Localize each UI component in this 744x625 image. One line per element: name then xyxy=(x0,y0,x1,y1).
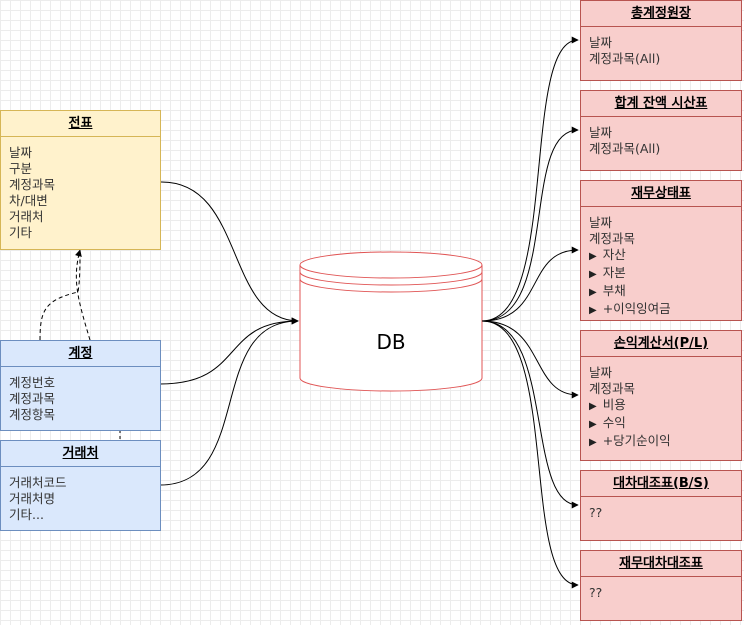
edge-georaecheo-db xyxy=(159,317,299,486)
financial-statement-item-liabilities: 부채 xyxy=(589,283,741,301)
fin-balance-sheet-title: 재무대차대조표 xyxy=(581,551,741,577)
financial-statement-entity[interactable]: 재무상태표 날짜 계정과목 자산 자본 부채 +이익잉여금 xyxy=(580,180,742,321)
edge-db-ledger xyxy=(481,36,579,322)
edge-db-income xyxy=(481,320,579,399)
balance-sheet-title: 대차대조표(B/S) xyxy=(581,471,741,497)
fin-balance-sheet-field-unknown: ?? xyxy=(589,585,603,600)
edge-db-trial xyxy=(481,126,579,322)
income-statement-item-net-income: +당기순이익 xyxy=(589,433,741,451)
georaecheo-field-code: 거래처코드 xyxy=(9,475,67,490)
ledger-title: 총계정원장 xyxy=(581,1,741,27)
jeonpyo-field-debit-credit: 차/대변 xyxy=(9,193,48,208)
ledger-entity[interactable]: 총계정원장 날짜 계정과목(All) xyxy=(580,0,742,81)
income-statement-title: 손익계산서(P/L) xyxy=(581,331,741,357)
income-statement-field-date: 날짜 xyxy=(589,365,613,380)
dashed-link-2 xyxy=(74,249,91,341)
trial-balance-title: 합계 잔액 시산표 xyxy=(581,91,741,117)
georaecheo-field-etc: 기타... xyxy=(9,507,44,522)
income-statement-item-expense: 비용 xyxy=(589,397,741,415)
gyejeong-field-account: 계정과목 xyxy=(9,391,56,406)
jeonpyo-field-account: 계정과목 xyxy=(9,177,56,192)
income-statement-field-account: 계정과목 xyxy=(589,381,636,396)
jeonpyo-field-etc: 기타 xyxy=(9,225,33,240)
jeonpyo-field-client: 거래처 xyxy=(9,209,44,224)
gyejeong-title: 계정 xyxy=(1,341,160,367)
ledger-field-date: 날짜 xyxy=(589,35,613,50)
gyejeong-field-item: 계정항목 xyxy=(9,407,56,422)
trial-balance-entity[interactable]: 합계 잔액 시산표 날짜 계정과목(All) xyxy=(580,90,742,171)
balance-sheet-entity[interactable]: 대차대조표(B/S) ?? xyxy=(580,470,742,541)
financial-statement-item-assets: 자산 xyxy=(589,247,741,265)
financial-statement-item-equity: 자본 xyxy=(589,265,741,283)
georaecheo-title: 거래처 xyxy=(1,441,160,467)
balance-sheet-field-unknown: ?? xyxy=(589,505,603,520)
financial-statement-title: 재무상태표 xyxy=(581,181,741,207)
ledger-field-account: 계정과목(All) xyxy=(589,51,661,66)
edge-db-financial xyxy=(481,246,579,322)
jeonpyo-field-type: 구분 xyxy=(9,161,33,176)
gyejeong-entity[interactable]: 계정 계정번호 계정과목 계정항목 xyxy=(0,340,161,431)
income-statement-item-revenue: 수익 xyxy=(589,415,741,433)
edge-jeonpyo-db xyxy=(159,181,299,325)
db-cylinder xyxy=(299,251,483,392)
georaecheo-entity[interactable]: 거래처 거래처코드 거래처명 기타... xyxy=(0,440,161,531)
edge-db-fbs xyxy=(481,320,579,589)
db-label: DB xyxy=(376,330,406,354)
financial-statement-field-account: 계정과목 xyxy=(589,231,636,246)
fin-balance-sheet-entity[interactable]: 재무대차대조표 ?? xyxy=(580,550,742,621)
georaecheo-field-name: 거래처명 xyxy=(9,491,56,506)
trial-balance-field-account: 계정과목(All) xyxy=(589,141,661,156)
jeonpyo-title: 전표 xyxy=(1,111,160,137)
jeonpyo-field-date: 날짜 xyxy=(9,145,33,160)
financial-statement-item-retained-earnings: +이익잉여금 xyxy=(589,301,741,319)
jeonpyo-entity[interactable]: 전표 날짜 구분 계정과목 차/대변 거래처 기타 xyxy=(0,110,161,250)
edge-gyejeong-db xyxy=(159,317,299,385)
financial-statement-field-date: 날짜 xyxy=(589,215,613,230)
income-statement-entity[interactable]: 손익계산서(P/L) 날짜 계정과목 비용 수익 +당기순이익 xyxy=(580,330,742,461)
trial-balance-field-date: 날짜 xyxy=(589,125,613,140)
gyejeong-field-number: 계정번호 xyxy=(9,375,56,390)
dashed-link-1 xyxy=(39,249,81,341)
edge-db-bs xyxy=(481,320,579,509)
